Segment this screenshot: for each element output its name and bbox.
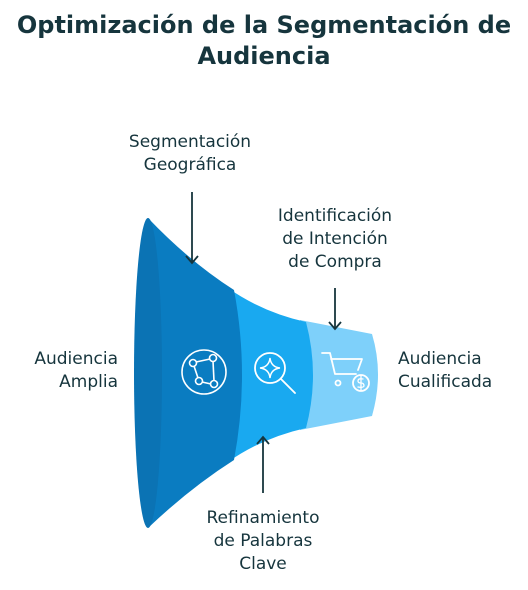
arrow-keywords — [256, 435, 270, 493]
label-keyword-refinement: Refinamiento de Palabras Clave — [206, 508, 320, 574]
label-geographic-segmentation: Segmentación Geográfica — [128, 132, 252, 175]
label-wide-audience: Audiencia Amplia — [34, 349, 118, 392]
arrow-geographic — [185, 192, 199, 265]
label-purchase-intent: Identificación de Intención de Compra — [277, 206, 393, 272]
network-globe-icon — [181, 349, 227, 395]
search-sparkle-icon — [254, 352, 296, 394]
funnel-stage-geographic — [148, 218, 242, 528]
funnel-mouth — [134, 218, 162, 528]
label-qualified-audience: Audiencia Cualificada — [398, 349, 493, 392]
arrow-intent — [328, 288, 342, 331]
shopping-cart-dollar-icon — [321, 352, 370, 392]
title-line-1: Optimización de la Segmentación de — [16, 11, 512, 39]
title-line-2: Audiencia — [197, 42, 331, 70]
funnel-stage-qualified-intent — [300, 320, 378, 430]
page-title: Optimización de la Segmentación de Audie… — [0, 10, 528, 72]
